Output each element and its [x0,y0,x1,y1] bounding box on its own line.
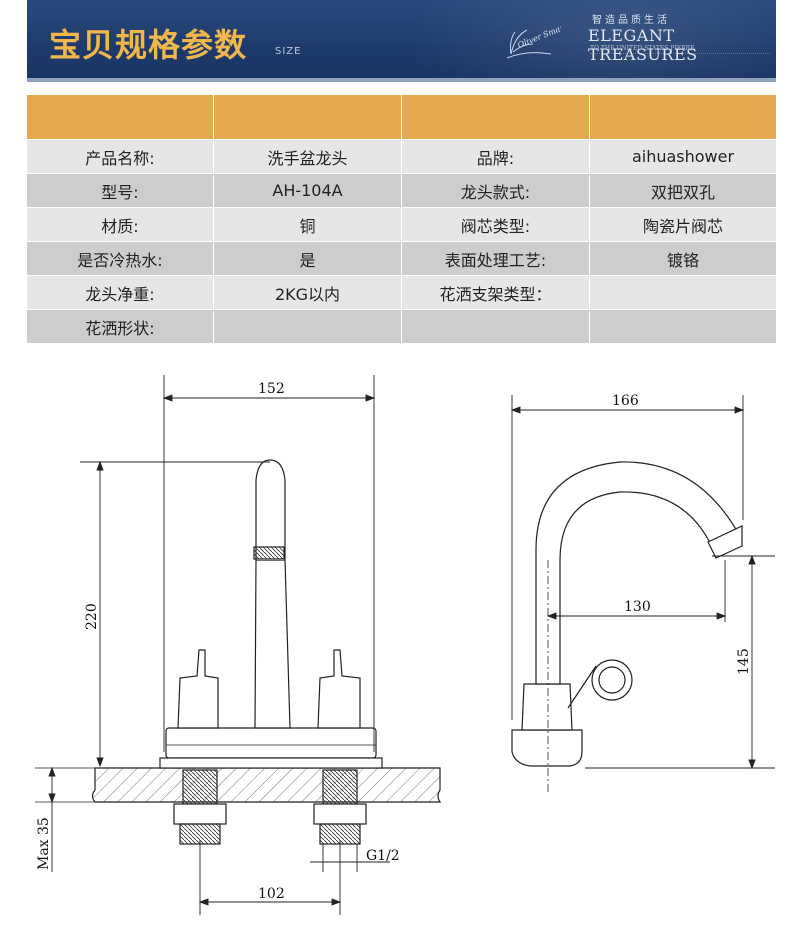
base-plate [165,727,377,759]
header-cell [402,95,590,140]
spec-label: 花洒形状: [27,310,214,344]
right-shank [322,769,358,805]
spec-value [590,276,776,310]
table-row: 龙头净重: 2KG以内 花洒支架类型： [27,276,776,310]
spec-label: 型号: [27,174,214,208]
banner-stripe [27,78,776,82]
dim-front-height: 220 [84,603,100,630]
spec-label: 是否冷热水: [27,242,214,276]
dim-max-depth: Max 35 [36,817,52,870]
spec-label: 表面处理工艺: [402,242,590,276]
spec-value: 洗手盆龙头 [214,140,402,174]
dim-hole-spacing: 102 [258,886,285,902]
left-shank [182,769,218,805]
spout-column [254,559,291,729]
table-row: 型号: AH-104A 龙头款式: 双把双孔 [27,174,776,208]
gooseneck [535,461,743,685]
spec-label: 材质: [27,208,214,242]
header-cell [590,95,776,140]
dim-side-reach: 130 [624,599,651,615]
spec-label: 产品名称: [27,140,214,174]
base-gasket [159,757,383,769]
spec-value: 双把双孔 [590,174,776,208]
table-row: 产品名称: 洗手盆龙头 品牌: aihuashower [27,140,776,174]
spec-value [214,310,402,344]
left-nut [173,803,227,825]
table-row: 材质: 铜 阀芯类型: 陶瓷片阀芯 [27,208,776,242]
spec-label: 龙头款式: [402,174,590,208]
dim-front-width: 152 [258,381,285,397]
spec-value [590,310,776,344]
slogan-decor-line [590,53,770,66]
slogan-cn: 智造品质生活 [592,15,670,26]
right-handle [317,649,361,729]
brand-logo: Oliver Smart [506,22,561,59]
countertop [91,767,442,803]
table-row: 花洒形状: [27,310,776,344]
banner-glow [407,0,776,82]
header-banner: 宝贝规格参数 SIZE Oliver Smart 智造品质生活 ELEGANT … [27,0,776,82]
header-cell [214,95,402,140]
side-base [511,729,583,767]
dim-side-width: 166 [612,393,639,409]
dim-side-height: 145 [736,648,752,675]
spec-label [402,310,590,344]
spec-table-header-row [27,95,776,140]
header-cell [27,95,214,140]
spec-value: 陶瓷片阀芯 [590,208,776,242]
spec-value: AH-104A [214,174,402,208]
spec-table: 产品名称: 洗手盆龙头 品牌: aihuashower 型号: AH-104A … [27,95,776,344]
spec-value: aihuashower [590,140,776,174]
slogan-small: TO THE UNITED STATES PIERRE [590,45,695,52]
spec-label: 阀芯类型: [402,208,590,242]
spec-value: 铜 [214,208,402,242]
dimension-drawing: 152 220 Max 35 G1/2 102 166 130 145 [35,375,775,915]
page-title-sub: SIZE [275,46,302,57]
right-nut [313,803,367,825]
side-aerator [707,525,743,559]
side-view [511,461,743,795]
left-handle [177,649,219,729]
spout-top [255,459,286,560]
side-body [521,683,573,731]
front-view [35,459,442,845]
spec-value: 镀铬 [590,242,776,276]
page-title: 宝贝规格参数 [49,26,248,64]
front-dimensions [48,375,390,915]
spec-label: 品牌: [402,140,590,174]
spec-label: 龙头净重: [27,276,214,310]
aerator [253,546,285,560]
table-row: 是否冷热水: 是 表面处理工艺: 镀铬 [27,242,776,276]
spec-label: 花洒支架类型： [402,276,590,310]
side-dimensions [510,395,775,770]
spec-value: 是 [214,242,402,276]
spec-value: 2KG以内 [214,276,402,310]
dim-thread: G1/2 [366,848,400,864]
slogan-en: ELEGANT TREASURES [588,26,698,64]
logo-text: Oliver Smart [516,22,561,50]
